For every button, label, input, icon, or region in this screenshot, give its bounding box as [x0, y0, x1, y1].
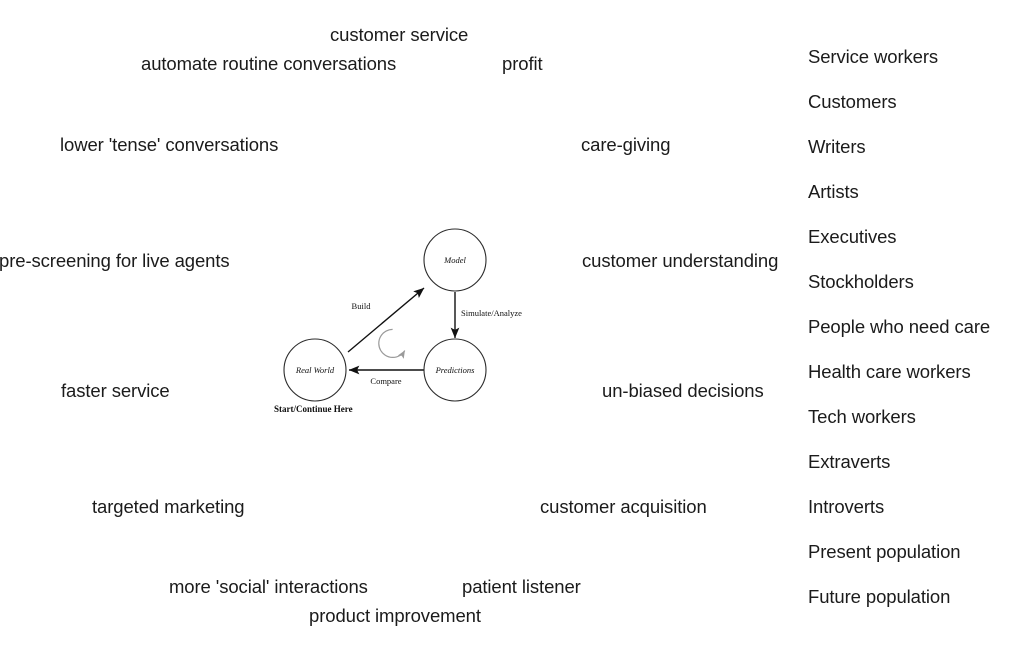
stakeholder-item: Artists — [808, 181, 859, 202]
stakeholder-item: Introverts — [808, 496, 885, 517]
compare-arrow-label: Compare — [370, 376, 401, 386]
node-model: Model — [423, 228, 487, 292]
stakeholder-item: People who need care — [808, 316, 991, 337]
stakeholder-item: Health care workers — [808, 361, 971, 382]
stakeholder-item: Future population — [808, 586, 951, 607]
cycle-loop-arrow — [378, 328, 406, 359]
brainstorm-term: product improvement — [309, 605, 481, 626]
brainstorm-term: profit — [502, 53, 543, 74]
stakeholder-item: Extraverts — [808, 451, 891, 472]
node-model-label: Model — [443, 255, 466, 265]
stakeholder-item: Customers — [808, 91, 897, 112]
modeling-cycle-diagram: Build Simulate/Analyze Compare Real Worl… — [258, 216, 558, 424]
build-arrow-label: Build — [352, 301, 372, 311]
brainstorm-term: un-biased decisions — [602, 380, 764, 401]
simulate-analyze-arrow-label: Simulate/Analyze — [461, 308, 522, 318]
stakeholder-item: Executives — [808, 226, 897, 247]
node-predictions-label: Predictions — [435, 365, 476, 375]
node-real-world-label: Real World — [295, 365, 335, 375]
node-predictions: Predictions — [423, 338, 487, 402]
brainstorm-term: lower 'tense' conversations — [60, 134, 279, 155]
stakeholder-item: Present population — [808, 541, 961, 562]
brainstorm-term: patient listener — [462, 576, 581, 597]
brainstorm-term: customer service — [330, 24, 469, 45]
stakeholder-list: Service workers Customers Writers Artist… — [808, 46, 1024, 631]
diagram-caption: Start/Continue Here — [274, 404, 353, 414]
stakeholder-item: Stockholders — [808, 271, 914, 292]
brainstorm-term: automate routine conversations — [141, 53, 397, 74]
brainstorm-term: pre-screening for live agents — [0, 250, 230, 271]
brainstorm-term: targeted marketing — [92, 496, 245, 517]
brainstorm-term: customer understanding — [582, 250, 779, 271]
stakeholder-item: Writers — [808, 136, 866, 157]
stakeholder-item: Tech workers — [808, 406, 916, 427]
brainstorm-term: customer acquisition — [540, 496, 707, 517]
brainstorm-term: care-giving — [581, 134, 671, 155]
brainstorm-term: more 'social' interactions — [169, 576, 368, 597]
build-arrow — [347, 287, 425, 353]
stakeholder-item: Service workers — [808, 46, 939, 67]
brainstorm-term: faster service — [61, 380, 170, 401]
node-real-world: Real World — [283, 338, 347, 402]
